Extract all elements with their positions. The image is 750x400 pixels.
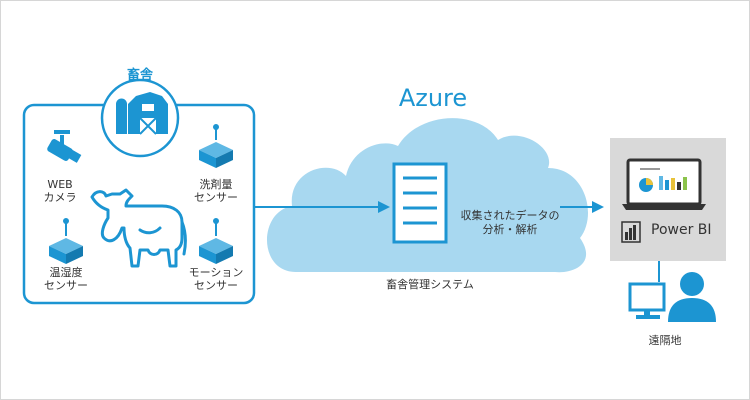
powerbi-label: Power BI: [651, 222, 712, 238]
arrow-system-to-powerbi: [560, 201, 604, 213]
analysis-label: 収集されたデータの 分析・解析: [440, 209, 580, 237]
motion-sensor-label-line2: センサー: [194, 279, 238, 292]
temperature-humidity-label-line2: センサー: [44, 279, 88, 292]
webcam-label-line2: カメラ: [43, 191, 77, 204]
detergent-sensor-icon: [199, 124, 233, 168]
detergent-sensor-label-line1: 洗剤量: [199, 178, 233, 191]
remote-location-label: 遠隔地: [648, 334, 682, 347]
barn-icon: [100, 78, 180, 158]
management-system-icon: [392, 162, 448, 244]
arrow-barn-to-system: [254, 201, 390, 213]
detergent-sensor-label: 洗剤量 センサー: [190, 178, 242, 204]
temperature-humidity-label-line1: 温湿度: [49, 266, 83, 279]
management-system-label: 畜舎管理システム: [386, 278, 474, 291]
laptop-icon: [622, 158, 706, 210]
azure-title: Azure: [398, 84, 468, 112]
motion-sensor-icon: [199, 218, 233, 264]
webcam-icon: [47, 130, 82, 163]
cow-icon: [90, 188, 187, 268]
motion-sensor-label: モーション センサー: [184, 266, 248, 292]
barn-title: 畜舎: [126, 68, 153, 83]
temperature-humidity-sensor-icon: [49, 218, 83, 264]
detergent-sensor-label-line2: センサー: [194, 191, 238, 204]
remote-user-icon: [628, 272, 716, 322]
analysis-label-line1: 収集されたデータの: [460, 209, 560, 222]
analysis-label-line2: 分析・解析: [482, 223, 538, 236]
powerbi-logo-icon: [621, 221, 641, 243]
webcam-label: WEB カメラ: [36, 178, 84, 204]
webcam-label-line1: WEB: [47, 178, 73, 191]
temperature-humidity-label: 温湿度 センサー: [40, 266, 92, 292]
motion-sensor-label-line1: モーション: [188, 266, 244, 279]
